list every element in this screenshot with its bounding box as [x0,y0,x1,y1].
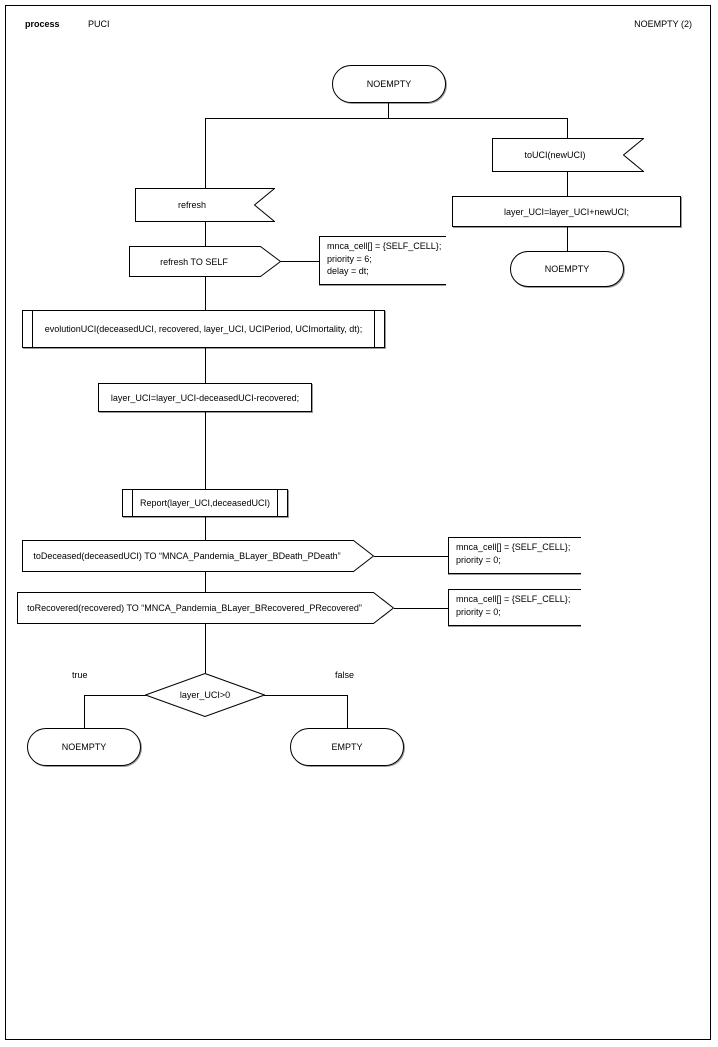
procedure-call-evolutionuci[interactable]: evolutionUCI(deceasedUCI, recovered, lay… [22,310,385,348]
page-frame [5,5,711,1040]
connector-false-down [347,695,348,728]
connector-decision-false [264,695,348,696]
connector-refresh-to-output [205,222,206,246]
output-shape-icon [129,246,281,277]
procedure-call-report-label: Report(layer_UCI,deceasedUCI) [139,498,271,508]
state-noempty-start[interactable]: NOEMPTY [332,65,446,103]
connector-proc1-to-task1 [205,348,206,383]
connector-true-down [84,695,85,728]
decision-shape-icon [145,673,265,717]
task-layer-uci-add-label: layer_UCI=layer_UCI+newUCI; [503,206,630,217]
state-noempty-right-end[interactable]: NOEMPTY [510,251,624,287]
state-noempty-start-label: NOEMPTY [366,79,412,89]
state-noempty-right-end-label: NOEMPTY [544,264,590,274]
input-touci-label: toUCI(newUCI) [524,150,586,160]
connector-proc2-to-deceased [205,517,206,540]
connector-start-down [388,103,389,119]
task-layer-uci-sub-label: layer_UCI=layer_UCI-deceasedUCI-recovere… [110,392,300,403]
connector-deceased-to-recovered [205,572,206,592]
input-shape-icon [135,188,275,222]
comment-leader-refresh [281,261,320,262]
input-touci[interactable]: toUCI(newUCI) [492,138,644,172]
input-refresh-label: refresh [177,200,206,210]
input-refresh[interactable]: refresh [135,188,275,222]
procedure-call-report[interactable]: Report(layer_UCI,deceasedUCI) [122,489,288,517]
connector-recovered-to-decision [205,624,206,673]
connector-decision-true [84,695,146,696]
output-todeceased[interactable]: toDeceased(deceasedUCI) TO “MNCA_Pandemi… [22,540,374,572]
procedure-call-evolutionuci-label: evolutionUCI(deceasedUCI, recovered, lay… [44,324,363,334]
branch-label-false: false [335,670,355,680]
task-layer-uci-add[interactable]: layer_UCI=layer_UCI+newUCI; [452,196,681,227]
connector-task-to-state-right [567,227,568,251]
state-noempty-true[interactable]: NOEMPTY [27,728,141,766]
input-shape-icon [492,138,644,172]
branch-label-true: true [72,670,88,680]
output-refresh-to-self[interactable]: refresh TO SELF [129,246,281,277]
comment-torecovered: mnca_cell[] = {SELF_CELL}; priority = 0; [448,589,581,626]
connector-output-to-proc1 [205,277,206,310]
connector-split-horizontal [205,118,568,119]
output-shape-icon [17,592,394,624]
comment-leader-recovered [394,608,449,609]
output-torecovered-label: toRecovered(recovered) TO “MNCA_Pandemia… [27,603,362,613]
connector-right-down [567,118,568,138]
output-refresh-to-self-label: refresh TO SELF [160,256,228,267]
header-kind-label: process [25,19,60,29]
decision-layer-uci-gt-zero[interactable]: layer_UCI>0 [145,673,265,717]
decision-layer-uci-gt-zero-label: layer_UCI>0 [179,690,231,700]
header-process-name: PUCI [88,19,110,29]
state-noempty-true-label: NOEMPTY [61,742,107,752]
comment-todeceased: mnca_cell[] = {SELF_CELL}; priority = 0; [448,537,581,574]
state-empty-false[interactable]: EMPTY [290,728,404,766]
connector-task1-to-proc2 [205,412,206,489]
state-empty-false-label: EMPTY [331,742,363,752]
procedure-bar-right-icon [374,311,375,347]
output-shape-icon [22,540,374,572]
task-layer-uci-sub[interactable]: layer_UCI=layer_UCI-deceasedUCI-recovere… [98,383,312,412]
output-torecovered[interactable]: toRecovered(recovered) TO “MNCA_Pandemia… [17,592,394,624]
procedure-bar-left-icon [132,490,133,516]
procedure-bar-right-icon [277,490,278,516]
header-page-label: NOEMPTY (2) [634,19,692,29]
output-todeceased-label: toDeceased(deceasedUCI) TO “MNCA_Pandemi… [33,551,341,561]
comment-refresh-to-self: mnca_cell[] = {SELF_CELL}; priority = 6;… [319,236,446,285]
procedure-bar-left-icon [32,311,33,347]
connector-left-down [205,118,206,188]
connector-touci-to-task [567,172,568,196]
comment-leader-deceased [374,556,449,557]
